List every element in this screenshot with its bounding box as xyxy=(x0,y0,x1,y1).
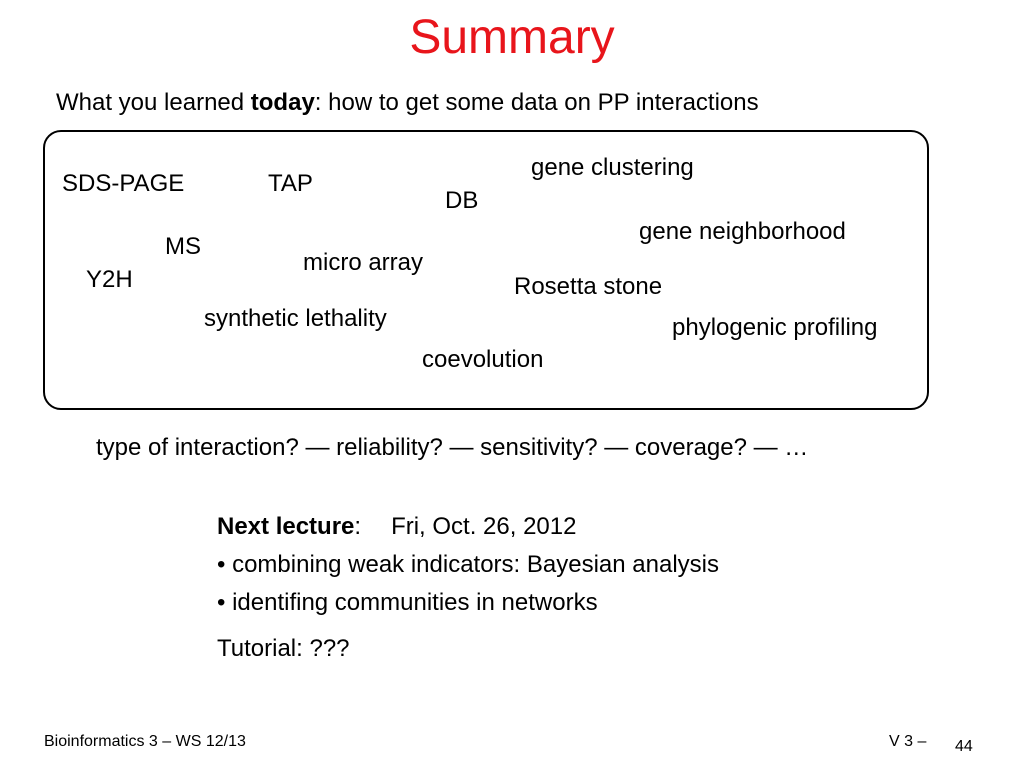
term-sds-page: SDS-PAGE xyxy=(62,170,185,197)
next-lecture-heading: Next lecture: Fri, Oct. 26, 2012 xyxy=(217,508,719,546)
term-tap: TAP xyxy=(268,170,313,197)
bullet-item: • combining weak indicators: Bayesian an… xyxy=(217,551,719,578)
bullet-item: • identifing communities in networks xyxy=(217,589,598,616)
term-gene-clustering: gene clustering xyxy=(531,154,694,181)
term-micro-array: micro array xyxy=(303,249,424,276)
slide-title: Summary xyxy=(409,11,615,64)
intro-emphasis: today xyxy=(250,89,315,116)
term-rosetta-stone: Rosetta stone xyxy=(514,273,663,300)
term-ms: MS xyxy=(165,233,201,260)
term-synthetic-lethality: synthetic lethality xyxy=(204,305,387,332)
intro-prefix: What you learned xyxy=(56,89,251,116)
term-db: DB xyxy=(445,187,479,214)
questions-line: type of interaction? — reliability? — se… xyxy=(96,434,809,461)
next-lecture-block: Next lecture: Fri, Oct. 26, 2012 • combin… xyxy=(217,508,719,622)
term-coevolution: coevolution xyxy=(422,346,544,373)
intro-line: What you learned today: how to get some … xyxy=(56,88,759,118)
next-lecture-date: Fri, Oct. 26, 2012 xyxy=(391,513,577,540)
next-lecture-colon: : xyxy=(354,513,362,540)
tutorial-line: Tutorial: ??? xyxy=(217,635,350,662)
methods-box xyxy=(43,130,929,410)
intro-suffix: : how to get some data on PP interaction… xyxy=(314,89,759,116)
term-gene-neighborhood: gene neighborhood xyxy=(639,218,846,245)
page-number: 44 xyxy=(955,738,973,755)
term-y2h: Y2H xyxy=(86,266,133,293)
footer-course: Bioinformatics 3 – WS 12/13 xyxy=(44,733,246,750)
footer-chapter: V 3 – xyxy=(889,733,927,750)
next-lecture-label: Next lecture xyxy=(217,513,355,540)
term-phylogenic-profiling: phylogenic profiling xyxy=(672,314,878,341)
